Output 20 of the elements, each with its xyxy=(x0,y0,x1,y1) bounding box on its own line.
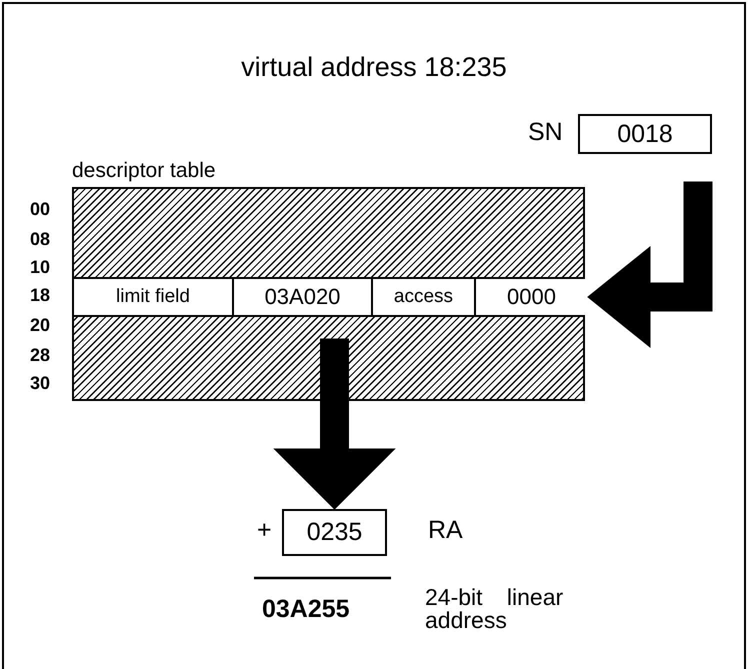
block-arrow xyxy=(273,338,396,510)
row-number: 10 xyxy=(30,258,50,276)
row-number: 30 xyxy=(30,374,50,392)
table-heading: descriptor table xyxy=(72,159,216,183)
side-label: RA xyxy=(428,516,463,545)
row-number: 20 xyxy=(30,316,50,334)
side-label: SN xyxy=(528,118,563,147)
row-number: 28 xyxy=(30,346,50,364)
table-cell: 0000 xyxy=(474,279,587,315)
descriptor-table xyxy=(72,187,585,401)
title: virtual address 18:235 xyxy=(240,52,508,83)
row-number: 18 xyxy=(30,286,50,304)
value-box: 0235 xyxy=(282,509,387,556)
value-box: 0018 xyxy=(578,114,712,154)
block-arrow xyxy=(587,182,712,348)
result-label: 24-bit linear address xyxy=(425,586,564,632)
row-number: 08 xyxy=(30,230,50,248)
side-label: + xyxy=(257,516,272,545)
row-number: 00 xyxy=(30,200,50,218)
result-label: 03A255 xyxy=(262,597,350,622)
